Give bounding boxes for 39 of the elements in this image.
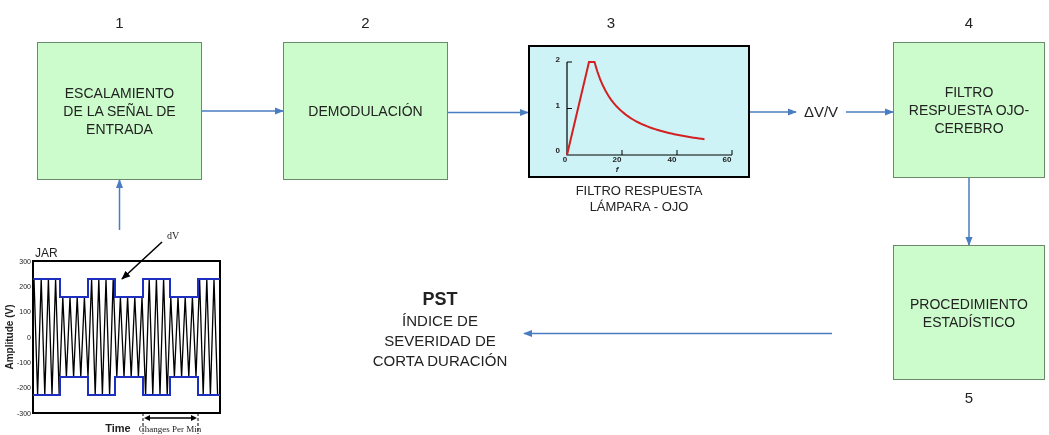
arrow xyxy=(749,108,797,116)
tick-label: f xyxy=(615,166,619,174)
process-label: DEMODULACIÓN xyxy=(308,102,423,120)
arrow xyxy=(201,107,284,115)
chart-title: JAR xyxy=(35,245,58,262)
arrow xyxy=(845,108,894,116)
tick-label: 40 xyxy=(667,156,677,164)
process-label: ESCALAMIENTO DE LA SEÑAL DE ENTRADA xyxy=(62,84,177,138)
arrow xyxy=(523,329,833,338)
step-number: 3 xyxy=(606,13,616,33)
arrow xyxy=(447,108,529,117)
tick-label: 60 xyxy=(722,156,732,164)
tick-label: 20 xyxy=(612,156,622,164)
process-label: FILTRO RESPUESTA OJO-CEREBRO xyxy=(907,83,1031,137)
envelope-line xyxy=(32,278,221,298)
leader-label: dV xyxy=(160,228,186,242)
signal-label: ΔV/V xyxy=(796,102,846,122)
process-box xyxy=(893,245,1045,380)
step-number: 2 xyxy=(361,13,370,33)
axis-title: Amplitude (V) xyxy=(5,304,15,370)
result-description: ÍNDICE DE SEVERIDAD DE CORTA DURACIÓN xyxy=(371,311,509,371)
block-caption: FILTRO RESPUESTA LÁMPARA - OJO xyxy=(574,183,704,215)
tick-label: 1 xyxy=(555,102,560,110)
process-label: PROCEDIMIENTO ESTADÍSTICO xyxy=(909,294,1029,331)
step-number: 4 xyxy=(964,13,974,33)
step-number: 1 xyxy=(115,13,124,33)
arrow xyxy=(115,179,124,231)
step-number: 5 xyxy=(964,388,974,408)
tick-label: 0 xyxy=(555,147,560,155)
tick-label: 0 xyxy=(562,156,568,164)
result-title: PST xyxy=(421,288,459,311)
process-box xyxy=(283,42,448,180)
leader-line xyxy=(121,241,163,280)
process-box xyxy=(893,42,1045,178)
process-box xyxy=(37,42,202,180)
arrow xyxy=(965,177,973,246)
dimension-label: Changes Per Min xyxy=(138,425,202,434)
tick-label: 2 xyxy=(555,56,560,64)
axis-title: Time xyxy=(105,423,131,434)
